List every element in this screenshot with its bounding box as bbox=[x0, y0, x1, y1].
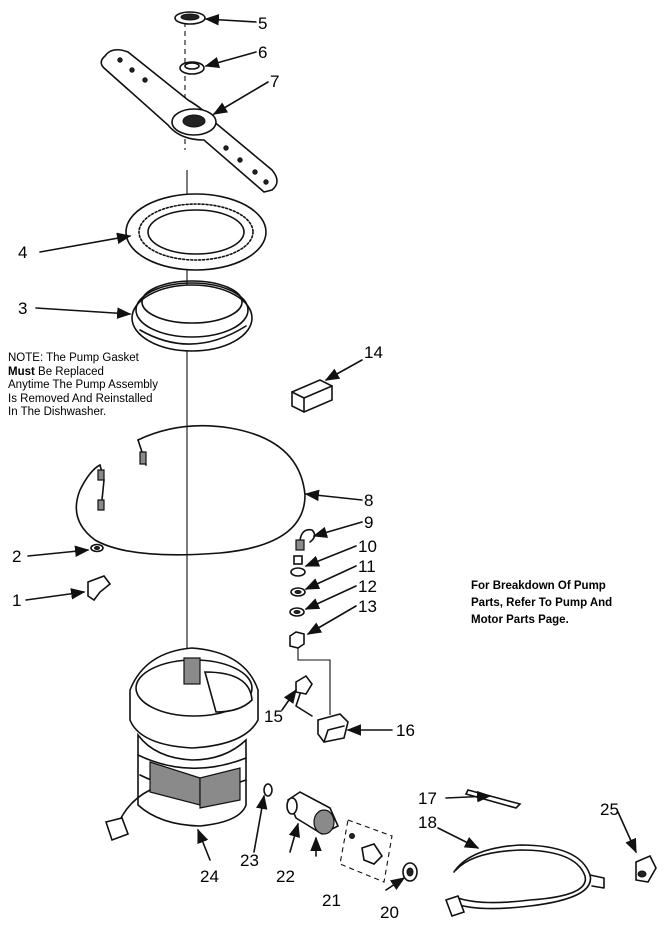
part-6-bearing bbox=[179, 61, 205, 75]
leader-lines bbox=[25, 14, 637, 891]
hardware-guide-line bbox=[297, 648, 331, 715]
callout-18: 18 bbox=[418, 813, 437, 832]
callout-5: 5 bbox=[258, 14, 267, 33]
callout-8: 8 bbox=[364, 491, 373, 510]
callout-3: 3 bbox=[18, 299, 27, 318]
part-15-valve bbox=[295, 674, 313, 717]
part-24-pump-motor bbox=[104, 647, 259, 842]
part-7-spray-arm bbox=[100, 48, 278, 193]
callout-15: 15 bbox=[264, 707, 283, 726]
callout-13: 13 bbox=[358, 597, 377, 616]
part-5-cap bbox=[174, 11, 206, 25]
breakdown-line-2: Parts, Refer To Pump And bbox=[471, 597, 613, 609]
part-21-valve-cover bbox=[339, 819, 393, 883]
note-line-1: NOTE: The Pump Gasket bbox=[8, 352, 139, 364]
callout-24: 24 bbox=[200, 867, 219, 886]
callout-4: 4 bbox=[18, 243, 27, 262]
callout-9: 9 bbox=[364, 513, 373, 532]
note-line-3: Anytime The Pump Assembly bbox=[8, 379, 158, 392]
part-3-pump-gasket bbox=[131, 280, 253, 352]
part-22-check-valve bbox=[286, 791, 340, 835]
note-line-4: Is Removed And Reinstalled bbox=[8, 392, 153, 405]
callout-25: 25 bbox=[600, 800, 619, 819]
callout-16: 16 bbox=[396, 721, 415, 740]
breakdown-line-1: For Breakdown Of Pump bbox=[471, 580, 606, 592]
part-9-fitting bbox=[295, 528, 316, 551]
callout-numbers: 5 6 7 4 3 14 8 9 10 11 12 13 2 1 15 16 1… bbox=[12, 14, 619, 922]
callout-20: 20 bbox=[380, 903, 399, 922]
breakdown-note: For Breakdown Of Pump Parts, Refer To Pu… bbox=[471, 578, 661, 629]
note-line-2-rest: Be Replaced bbox=[34, 365, 104, 378]
callout-23: 23 bbox=[240, 851, 259, 870]
part-16-bracket bbox=[317, 713, 349, 743]
callout-14: 14 bbox=[364, 343, 383, 362]
callout-12: 12 bbox=[358, 577, 377, 596]
part-4-filter-screen bbox=[125, 193, 267, 271]
part-17-strap bbox=[464, 789, 522, 809]
part-10-screw bbox=[290, 555, 306, 577]
part-18-drain-hose bbox=[444, 844, 605, 918]
note-line-2: Must Be Replaced bbox=[8, 366, 208, 380]
note-must: Must bbox=[8, 365, 35, 378]
callout-2: 2 bbox=[12, 547, 21, 566]
part-12-washer bbox=[289, 607, 305, 617]
part-8-wire-harness bbox=[75, 424, 306, 556]
part-20-hose-clamp bbox=[402, 862, 418, 882]
breakdown-line-3: Motor Parts Page. bbox=[471, 614, 569, 626]
part-11-washer bbox=[290, 587, 306, 597]
callout-22: 22 bbox=[276, 867, 295, 886]
callout-1: 1 bbox=[12, 591, 21, 610]
note-line-5: In The Dishwasher. bbox=[8, 406, 107, 419]
part-1-bracket bbox=[87, 575, 112, 602]
part-2-washer bbox=[90, 543, 104, 553]
part-13-nut bbox=[289, 631, 305, 649]
pump-gasket-note: NOTE: The Pump Gasket Must Be Replaced A… bbox=[8, 352, 208, 420]
part-23-o-ring bbox=[263, 783, 273, 797]
part-25-fitting bbox=[635, 854, 657, 883]
callout-11: 11 bbox=[358, 557, 376, 576]
part-14-clip bbox=[291, 379, 333, 413]
callout-21: 21 bbox=[322, 891, 341, 910]
callout-17: 17 bbox=[418, 789, 437, 808]
callout-10: 10 bbox=[358, 537, 377, 556]
callout-7: 7 bbox=[270, 72, 279, 91]
callout-6: 6 bbox=[258, 43, 267, 62]
